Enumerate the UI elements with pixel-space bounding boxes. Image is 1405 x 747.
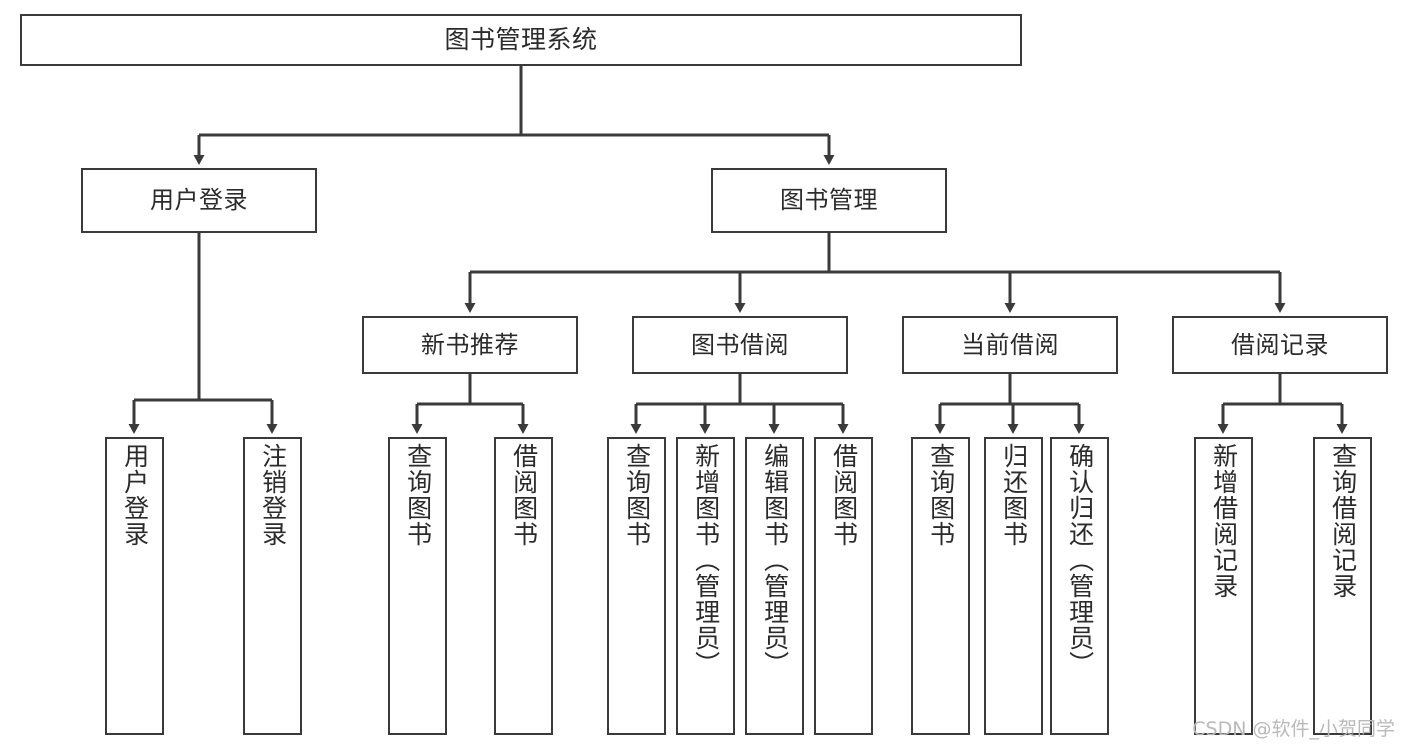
node-label: 查询图书 <box>622 443 652 547</box>
node-label: 编辑图书（管理员） <box>760 443 790 677</box>
leaf-recommend-query-book[interactable]: 查询图书 <box>388 437 447 735</box>
node-label: 用户登录 <box>120 443 150 547</box>
node-label: 新增图书（管理员） <box>691 443 721 677</box>
watermark: CSDN @软件_小贺同学 <box>1192 718 1395 740</box>
node-label: 当前借阅 <box>961 330 1059 359</box>
leaf-record-query[interactable]: 查询借阅记录 <box>1313 437 1372 735</box>
node-label: 查询借阅记录 <box>1328 443 1358 599</box>
node-label: 新增借阅记录 <box>1209 443 1239 599</box>
node-label: 借阅记录 <box>1231 330 1329 359</box>
leaf-borrow-borrow-book[interactable]: 借阅图书 <box>814 437 873 735</box>
node-label: 图书管理系统 <box>444 25 598 55</box>
leaf-borrow-add-book[interactable]: 新增图书（管理员） <box>676 437 735 735</box>
node-label: 图书管理 <box>780 186 878 215</box>
leaf-current-return-book[interactable]: 归还图书 <box>984 437 1043 735</box>
leaf-logout[interactable]: 注销登录 <box>243 437 302 735</box>
leaf-borrow-query-book[interactable]: 查询图书 <box>607 437 666 735</box>
node-label: 归还图书 <box>999 443 1029 547</box>
node-new-book-recommend[interactable]: 新书推荐 <box>362 316 578 374</box>
leaf-user-login[interactable]: 用户登录 <box>105 437 164 735</box>
node-label: 确认归还（管理员） <box>1065 443 1095 677</box>
node-borrow-record[interactable]: 借阅记录 <box>1172 316 1388 374</box>
node-book-management[interactable]: 图书管理 <box>711 168 947 233</box>
node-label: 查询图书 <box>403 443 433 547</box>
node-label: 注销登录 <box>258 443 288 547</box>
node-label: 查询图书 <box>926 443 956 547</box>
node-label: 新书推荐 <box>421 330 519 359</box>
leaf-current-query-book[interactable]: 查询图书 <box>911 437 970 735</box>
leaf-recommend-borrow-book[interactable]: 借阅图书 <box>494 437 553 735</box>
leaf-current-confirm-return[interactable]: 确认归还（管理员） <box>1050 437 1109 735</box>
node-current-borrow[interactable]: 当前借阅 <box>902 316 1118 374</box>
node-root-system[interactable]: 图书管理系统 <box>20 14 1022 66</box>
node-label: 借阅图书 <box>829 443 859 547</box>
node-label: 用户登录 <box>150 186 248 215</box>
leaf-borrow-edit-book[interactable]: 编辑图书（管理员） <box>745 437 804 735</box>
node-user-login[interactable]: 用户登录 <box>81 168 317 233</box>
node-label: 图书借阅 <box>691 330 789 359</box>
node-book-borrow[interactable]: 图书借阅 <box>632 316 848 374</box>
node-label: 借阅图书 <box>509 443 539 547</box>
leaf-record-add[interactable]: 新增借阅记录 <box>1194 437 1253 735</box>
